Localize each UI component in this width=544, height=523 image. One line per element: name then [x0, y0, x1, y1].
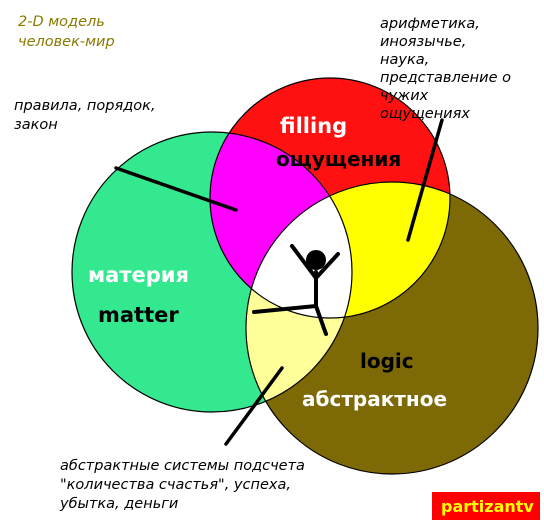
watermark-box [432, 492, 540, 520]
center-overlap [246, 182, 352, 318]
rules-pointer-line [114, 166, 238, 212]
abstract-label-en: logic [360, 349, 414, 373]
science-annotation: арифметика, иноязычье, наука, представле… [380, 16, 516, 122]
feelings-outline [209, 77, 451, 319]
rules-annotation: правила, порядок, закон [14, 98, 160, 133]
science-pointer-line [406, 118, 444, 242]
matter-label-ru: материя [88, 263, 189, 287]
abstract-label-ru: абстрактное [302, 387, 447, 411]
matter-label-en: matter [98, 303, 179, 327]
feelings-label-ru: ощущения [276, 147, 401, 171]
systems-annotation: абстрактные системы подсчета "количества… [59, 458, 310, 512]
abstract-outline [245, 181, 539, 475]
stick-figure-icon [252, 244, 340, 336]
watermark-text: partizantv [441, 497, 534, 516]
feelings-label-en: filling [280, 114, 347, 138]
diagram-title: 2-D модель человек-мир [18, 14, 115, 50]
matter-outline [71, 131, 353, 413]
systems-pointer-line [224, 366, 284, 446]
